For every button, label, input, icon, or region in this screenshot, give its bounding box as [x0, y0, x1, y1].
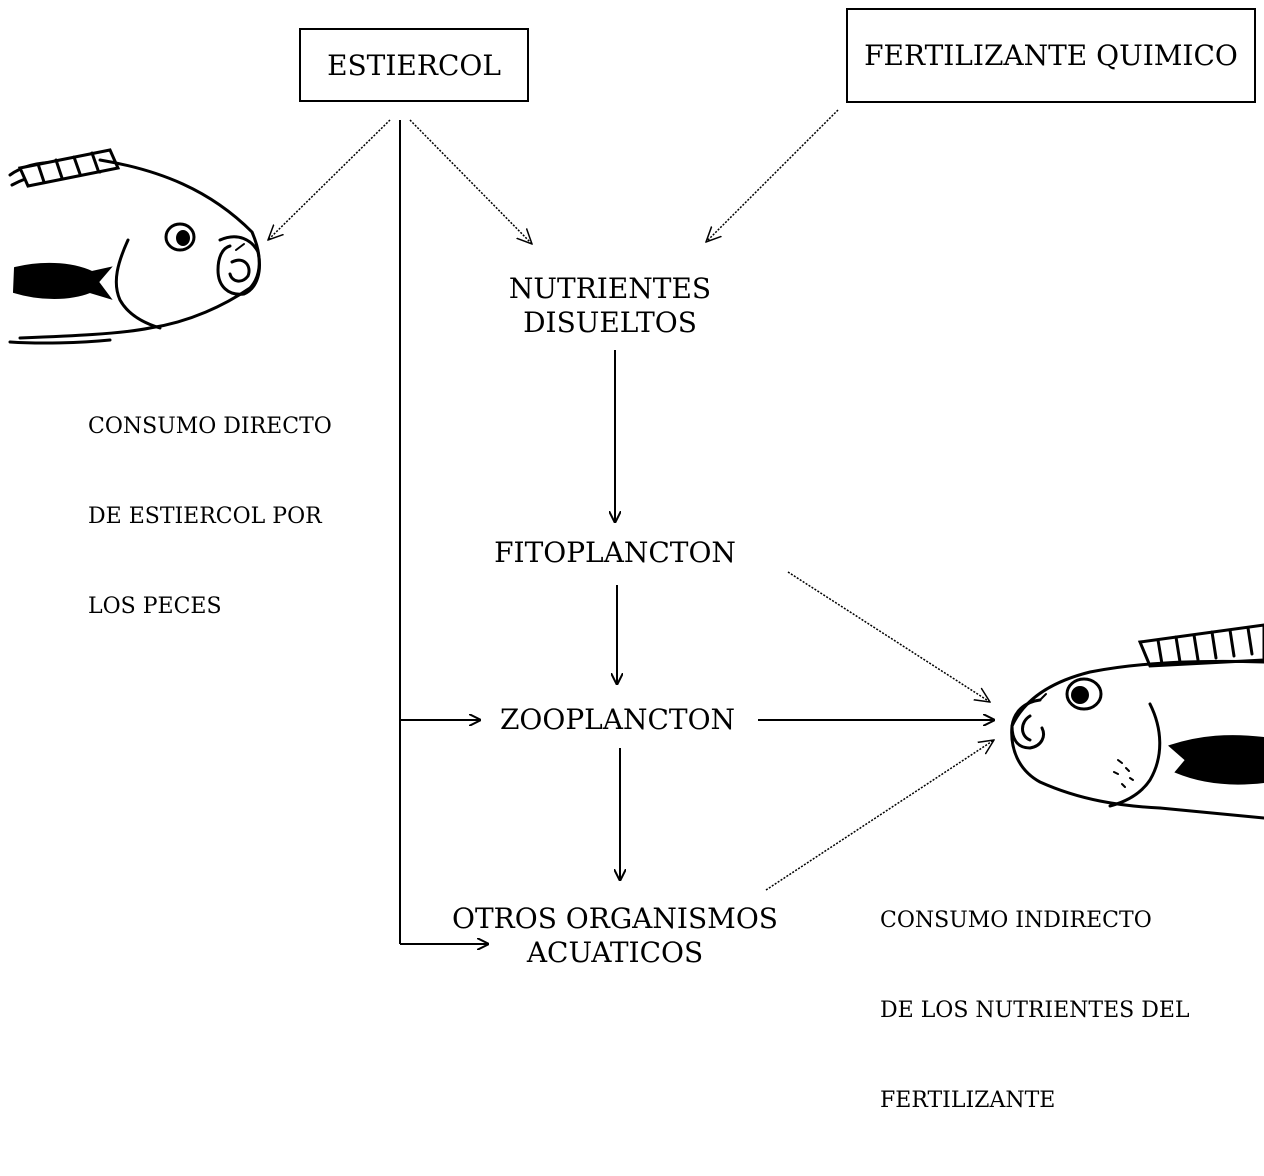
- chemical-fertilizer-label: FERTILIZANTE QUIMICO: [864, 39, 1238, 72]
- right-fish-icon: [1010, 623, 1264, 820]
- chemical-fertilizer-box: FERTILIZANTE QUIMICO: [846, 8, 1256, 103]
- indirect-caption-line2: DE LOS NUTRIENTES DEL: [880, 998, 1190, 1023]
- fish-pond-fertilization-diagram: ESTIERCOL FERTILIZANTE QUIMICO NUTRIENTE…: [8, 8, 1264, 1113]
- fertilizer-to-nutrients-arrow: [706, 109, 839, 242]
- other-organisms-node: OTROS ORGANISMOS ACUATICOS: [420, 902, 810, 970]
- direct-caption-line3: LOS PECES: [88, 594, 222, 619]
- nutrients-node: NUTRIENTES DISUELTOS: [470, 272, 750, 340]
- phytoplankton-to-fish-arrow: [787, 571, 990, 702]
- manure-to-fish-arrow: [268, 119, 391, 240]
- zooplankton-node: ZOOPLANCTON: [480, 703, 755, 737]
- zooplankton-label: ZOOPLANCTON: [499, 703, 736, 736]
- phytoplankton-node: FITOPLANCTON: [460, 536, 770, 570]
- nutrients-label-line2: DISUELTOS: [523, 306, 697, 339]
- manure-box: ESTIERCOL: [299, 28, 529, 102]
- direct-consumption-caption: CONSUMO DIRECTO DE ESTIERCOL POR LOS PEC…: [88, 352, 332, 682]
- manure-label: ESTIERCOL: [327, 48, 501, 82]
- nutrients-label-line1: NUTRIENTES: [508, 272, 712, 305]
- diagram-canvas: [8, 109, 1264, 968]
- indirect-consumption-caption: CONSUMO INDIRECTO DE LOS NUTRIENTES DEL …: [880, 846, 1190, 1176]
- other-organisms-label-line1: OTROS ORGANISMOS: [452, 902, 778, 935]
- left-fish-icon: [8, 148, 261, 345]
- indirect-caption-line3: FERTILIZANTE: [880, 1088, 1056, 1113]
- other-organisms-label-line2: ACUATICOS: [526, 936, 704, 969]
- direct-caption-line1: CONSUMO DIRECTO: [88, 414, 332, 439]
- indirect-caption-line1: CONSUMO INDIRECTO: [880, 908, 1152, 933]
- manure-to-nutrients-arrow: [409, 119, 532, 244]
- phytoplankton-label: FITOPLANCTON: [494, 536, 736, 569]
- direct-caption-line2: DE ESTIERCOL POR: [88, 504, 322, 529]
